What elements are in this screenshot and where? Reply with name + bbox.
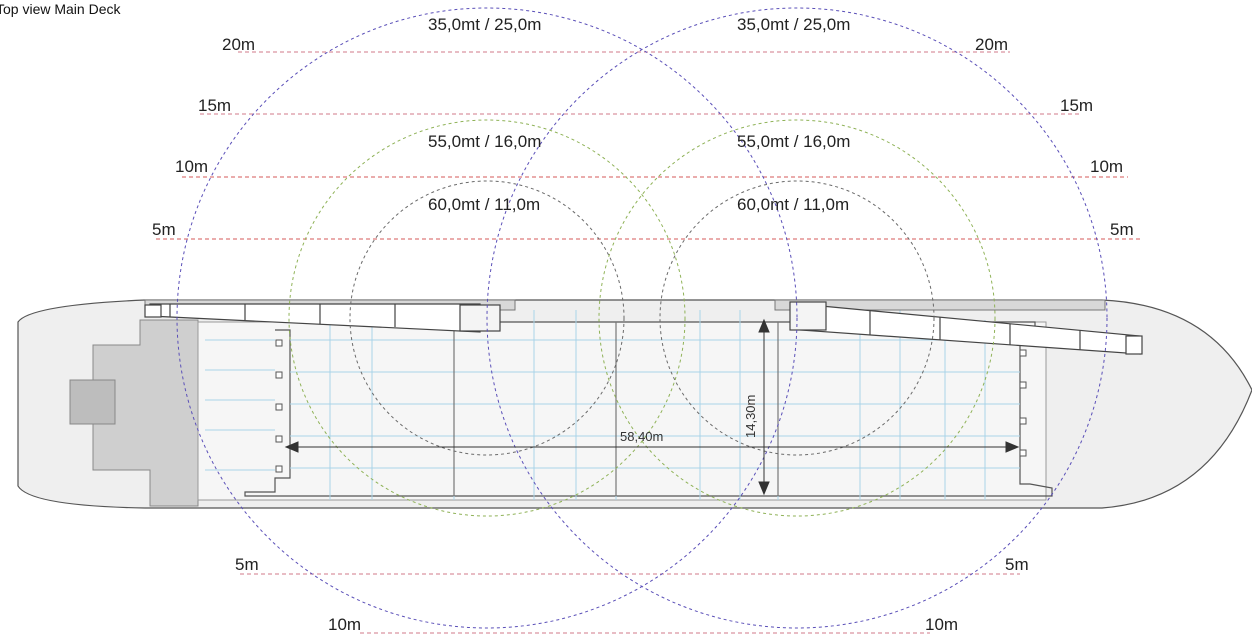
distance-label-top-10-right: 10m [1090,157,1123,176]
aft-mid-radius [288,119,686,517]
fwd-mid-radius [598,119,996,517]
distance-label-bottom-10-left: 10m [328,615,361,634]
crane-aft-cab [459,304,501,332]
distance-label-bottom-10-right: 10m [925,615,958,634]
hatch-brackets [275,339,1027,473]
fwd-inner-capacity-label: 60,0mt / 11,0m [737,195,849,214]
deck-strip-fwd [774,299,1106,311]
hold-dividers [453,322,779,496]
distance-label-top-5-right: 5m [1110,220,1134,239]
hold-length-label: 58,40m [620,429,663,444]
aft-outer-capacity-label: 35,0mt / 25,0m [428,15,541,34]
crane-aft [144,303,501,333]
dimension-width [758,318,770,496]
cargo-hold [197,321,1047,501]
fwd-inner-radius [659,180,935,456]
distance-label-bottom-5-left: 5m [235,555,259,574]
crane-radius-aft [176,7,798,629]
distance-label-top-15-right: 15m [1060,96,1093,115]
distance-label-top-20-right: 20m [975,35,1008,54]
deckhouse [69,379,116,425]
fwd-outer-radius [486,7,1108,629]
fwd-mid-capacity-label: 55,0mt / 16,0m [737,132,850,151]
aft-inner-capacity-label: 60,0mt / 11,0m [428,195,540,214]
distance-label-top-15-left: 15m [198,96,231,115]
aft-inner-radius [349,180,625,456]
crane-fwd-cab [789,301,827,331]
diagram-title: Top view Main Deck [0,1,121,17]
distance-label-top-5-left: 5m [152,220,176,239]
hold-width-label: 14,30m [743,395,758,438]
distance-label-top-20-left: 20m [222,35,255,54]
crane-radius-fwd [486,7,1108,629]
distance-label-top-10-left: 10m [175,157,208,176]
fwd-outer-capacity-label: 35,0mt / 25,0m [737,15,850,34]
distance-lines [156,51,1140,634]
dimension-length [284,441,1020,453]
aft-outer-radius [176,7,798,629]
aft-mid-capacity-label: 55,0mt / 16,0m [428,132,541,151]
distance-label-bottom-5-right: 5m [1005,555,1029,574]
crane-fwd [789,301,1143,355]
